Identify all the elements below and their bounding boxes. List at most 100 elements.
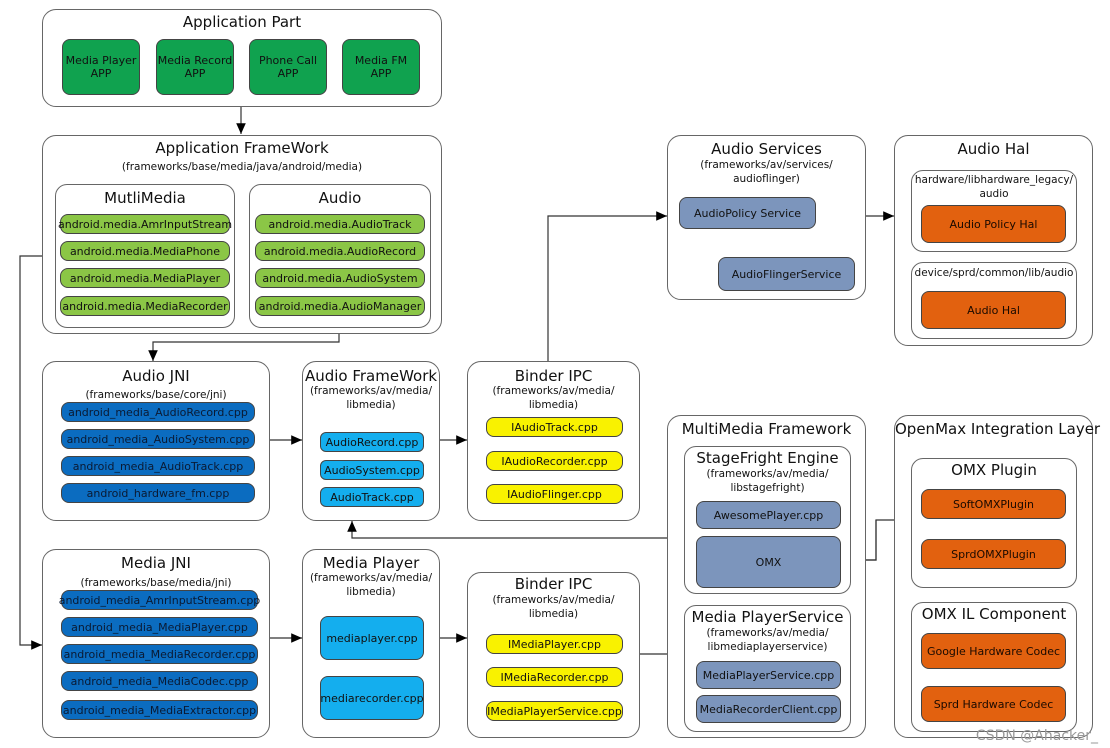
app-phone-call: Phone Call APP bbox=[249, 39, 327, 95]
audio-item: android.media.AudioRecord bbox=[255, 241, 425, 261]
audio-jni-item: android_media_AudioTrack.cpp bbox=[61, 456, 255, 476]
omx-il-component-box: OMX IL Component Google Hardware Codec S… bbox=[911, 602, 1077, 732]
media-player-service-box: Media PlayerService (frameworks/av/media… bbox=[684, 605, 851, 732]
application-part-title: Application Part bbox=[182, 13, 302, 31]
awesomeplayer-item: AwesomePlayer.cpp bbox=[696, 501, 841, 529]
media-player-path: (frameworks/av/media/ libmedia) bbox=[309, 572, 433, 598]
application-framework-title: Application FrameWork bbox=[155, 139, 329, 157]
media-player-service-path: (frameworks/av/media/ libmediaplayerserv… bbox=[706, 627, 829, 653]
binder-ipc-media-item: IMediaPlayer.cpp bbox=[486, 634, 623, 654]
audio-jni-path: (frameworks/base/core/jni) bbox=[85, 389, 227, 401]
application-framework-box: Application FrameWork (frameworks/base/m… bbox=[42, 135, 442, 334]
binder-ipc-media-item: IMediaRecorder.cpp bbox=[486, 667, 623, 687]
application-part-box: Application Part Media Player APP Media … bbox=[42, 9, 442, 107]
media-player-item: mediarecorder.cpp bbox=[320, 676, 424, 720]
audio-item: android.media.AudioSystem bbox=[255, 268, 425, 288]
audio-framework-box: Audio FrameWork (frameworks/av/media/ li… bbox=[302, 361, 440, 521]
media-player-box: Media Player (frameworks/av/media/ libme… bbox=[302, 549, 440, 738]
stagefright-engine-box: StageFright Engine (frameworks/av/media/… bbox=[684, 446, 851, 594]
multimedia-box: MutliMedia android.media.AmrInputStream … bbox=[55, 184, 235, 328]
audio-services-title: Audio Services bbox=[711, 140, 822, 158]
app-media-fm: Media FM APP bbox=[342, 39, 420, 95]
audio-title: Audio bbox=[318, 189, 362, 207]
omx-plugin-box: OMX Plugin SoftOMXPlugin SprdOMXPlugin bbox=[911, 458, 1077, 588]
arrow-multimedia-to-mediajni bbox=[19, 255, 58, 650]
media-jni-item: android_media_MediaCodec.cpp bbox=[61, 671, 258, 691]
binder-ipc-audio-path: (frameworks/av/media/ libmedia) bbox=[492, 385, 615, 411]
audio-framework-path: (frameworks/av/media/ libmedia) bbox=[309, 385, 433, 411]
binder-ipc-audio-item: IAudioFlinger.cpp bbox=[486, 484, 623, 504]
media-player-service-title: Media PlayerService bbox=[691, 608, 844, 626]
mediarecorderclient-item: MediaRecorderClient.cpp bbox=[696, 695, 841, 723]
omx-il-component-title: OMX IL Component bbox=[921, 605, 1067, 623]
media-jni-item: android_media_MediaPlayer.cpp bbox=[61, 617, 258, 637]
multimedia-framework-title: MultiMedia Framework bbox=[681, 420, 852, 438]
audio-policy-service: AudioPolicy Service bbox=[679, 197, 816, 229]
application-framework-path: (frameworks/base/media/java/android/medi… bbox=[121, 161, 363, 173]
audio-services-box: Audio Services (frameworks/av/services/ … bbox=[667, 135, 866, 300]
binder-ipc-media-title: Binder IPC bbox=[514, 575, 593, 593]
audio-box: Audio android.media.AudioTrack android.m… bbox=[249, 184, 431, 328]
audio-jni-box: Audio JNI (frameworks/base/core/jni) and… bbox=[42, 361, 270, 521]
omx-il-item: Sprd Hardware Codec bbox=[921, 686, 1066, 722]
audio-hal-box: Audio Hal hardware/libhardware_legacy/ a… bbox=[894, 135, 1093, 346]
audio-hal-title: Audio Hal bbox=[957, 140, 1030, 158]
audio-hal-group-path: hardware/libhardware_legacy/ audio bbox=[914, 174, 1074, 200]
stagefright-engine-title: StageFright Engine bbox=[696, 449, 839, 467]
binder-ipc-audio-box: Binder IPC (frameworks/av/media/ libmedi… bbox=[467, 361, 640, 521]
audio-item: android.media.AudioManager bbox=[255, 296, 425, 316]
audio-hal-group-legacy: hardware/libhardware_legacy/ audio Audio… bbox=[911, 170, 1077, 252]
stagefright-engine-path: (frameworks/av/media/ libstagefright) bbox=[706, 468, 829, 494]
arrow-binder-to-audioservices bbox=[547, 211, 667, 361]
media-jni-box: Media JNI (frameworks/base/media/jni) an… bbox=[42, 549, 270, 738]
omx-plugin-item: SoftOMXPlugin bbox=[921, 489, 1066, 519]
audio-item: android.media.AudioTrack bbox=[255, 214, 425, 234]
mediaplayerservice-item: MediaPlayerService.cpp bbox=[696, 661, 841, 689]
audio-framework-item: AudioTrack.cpp bbox=[320, 487, 424, 507]
arrow-audio-to-audiojni bbox=[148, 330, 340, 361]
audio-framework-title: Audio FrameWork bbox=[304, 367, 438, 385]
media-jni-path: (frameworks/base/media/jni) bbox=[80, 577, 232, 589]
app-media-record: Media Record APP bbox=[156, 39, 234, 95]
audio-hal-group-path: device/sprd/common/lib/audio bbox=[914, 267, 1074, 279]
media-jni-item: android_media_AmrInputStream.cpp bbox=[59, 590, 260, 610]
audio-hal-group-sprd: device/sprd/common/lib/audio Audio Hal bbox=[911, 262, 1077, 339]
binder-ipc-media-path: (frameworks/av/media/ libmedia) bbox=[492, 594, 615, 620]
multimedia-item: android.media.MediaPhone bbox=[60, 241, 230, 261]
media-player-title: Media Player bbox=[322, 554, 420, 572]
media-jni-title: Media JNI bbox=[121, 554, 191, 572]
openmax-title: OpenMax Integration Layer bbox=[895, 420, 1101, 438]
multimedia-item: android.media.AmrInputStream bbox=[58, 214, 232, 234]
media-player-item: mediaplayer.cpp bbox=[320, 616, 424, 660]
watermark: CSDN @Ahacker_ bbox=[975, 728, 1098, 744]
audio-jni-item: android_media_AudioSystem.cpp bbox=[61, 429, 255, 449]
omx-item: OMX bbox=[696, 536, 841, 588]
audio-jni-item: android_media_AudioRecord.cpp bbox=[61, 402, 255, 422]
omx-il-item: Google Hardware Codec bbox=[921, 633, 1066, 669]
audio-hal-item: Audio Hal bbox=[921, 291, 1066, 329]
audio-framework-item: AudioRecord.cpp bbox=[320, 432, 424, 452]
multimedia-title: MutliMedia bbox=[104, 189, 186, 207]
arrow-mmfw-back-to-audiofw bbox=[347, 521, 684, 539]
app-media-player: Media Player APP bbox=[62, 39, 140, 95]
audio-services-path: (frameworks/av/services/ audioflinger) bbox=[700, 159, 833, 185]
multimedia-item: android.media.MediaPlayer bbox=[60, 268, 230, 288]
audio-policy-hal: Audio Policy Hal bbox=[921, 205, 1066, 243]
binder-ipc-audio-item: IAudioRecorder.cpp bbox=[486, 451, 623, 471]
omx-plugin-item: SprdOMXPlugin bbox=[921, 539, 1066, 569]
binder-ipc-audio-title: Binder IPC bbox=[514, 367, 593, 385]
binder-ipc-media-box: Binder IPC (frameworks/av/media/ libmedi… bbox=[467, 572, 640, 738]
multimedia-item: android.media.MediaRecorder bbox=[60, 296, 230, 316]
omx-plugin-title: OMX Plugin bbox=[951, 461, 1037, 479]
openmax-box: OpenMax Integration Layer OMX Plugin Sof… bbox=[894, 415, 1101, 738]
audio-framework-item: AudioSystem.cpp bbox=[320, 460, 424, 480]
audio-jni-item: android_hardware_fm.cpp bbox=[61, 483, 255, 503]
audio-jni-title: Audio JNI bbox=[122, 367, 190, 385]
media-jni-item: android_media_MediaRecorder.cpp bbox=[61, 644, 258, 664]
multimedia-framework-box: MultiMedia Framework StageFright Engine … bbox=[667, 415, 866, 738]
audio-flinger-service: AudioFlingerService bbox=[718, 257, 855, 291]
media-jni-item: android_media_MediaExtractor.cpp bbox=[61, 700, 258, 720]
binder-ipc-media-item: IMediaPlayerService.cpp bbox=[486, 701, 623, 721]
binder-ipc-audio-item: IAudioTrack.cpp bbox=[486, 417, 623, 437]
